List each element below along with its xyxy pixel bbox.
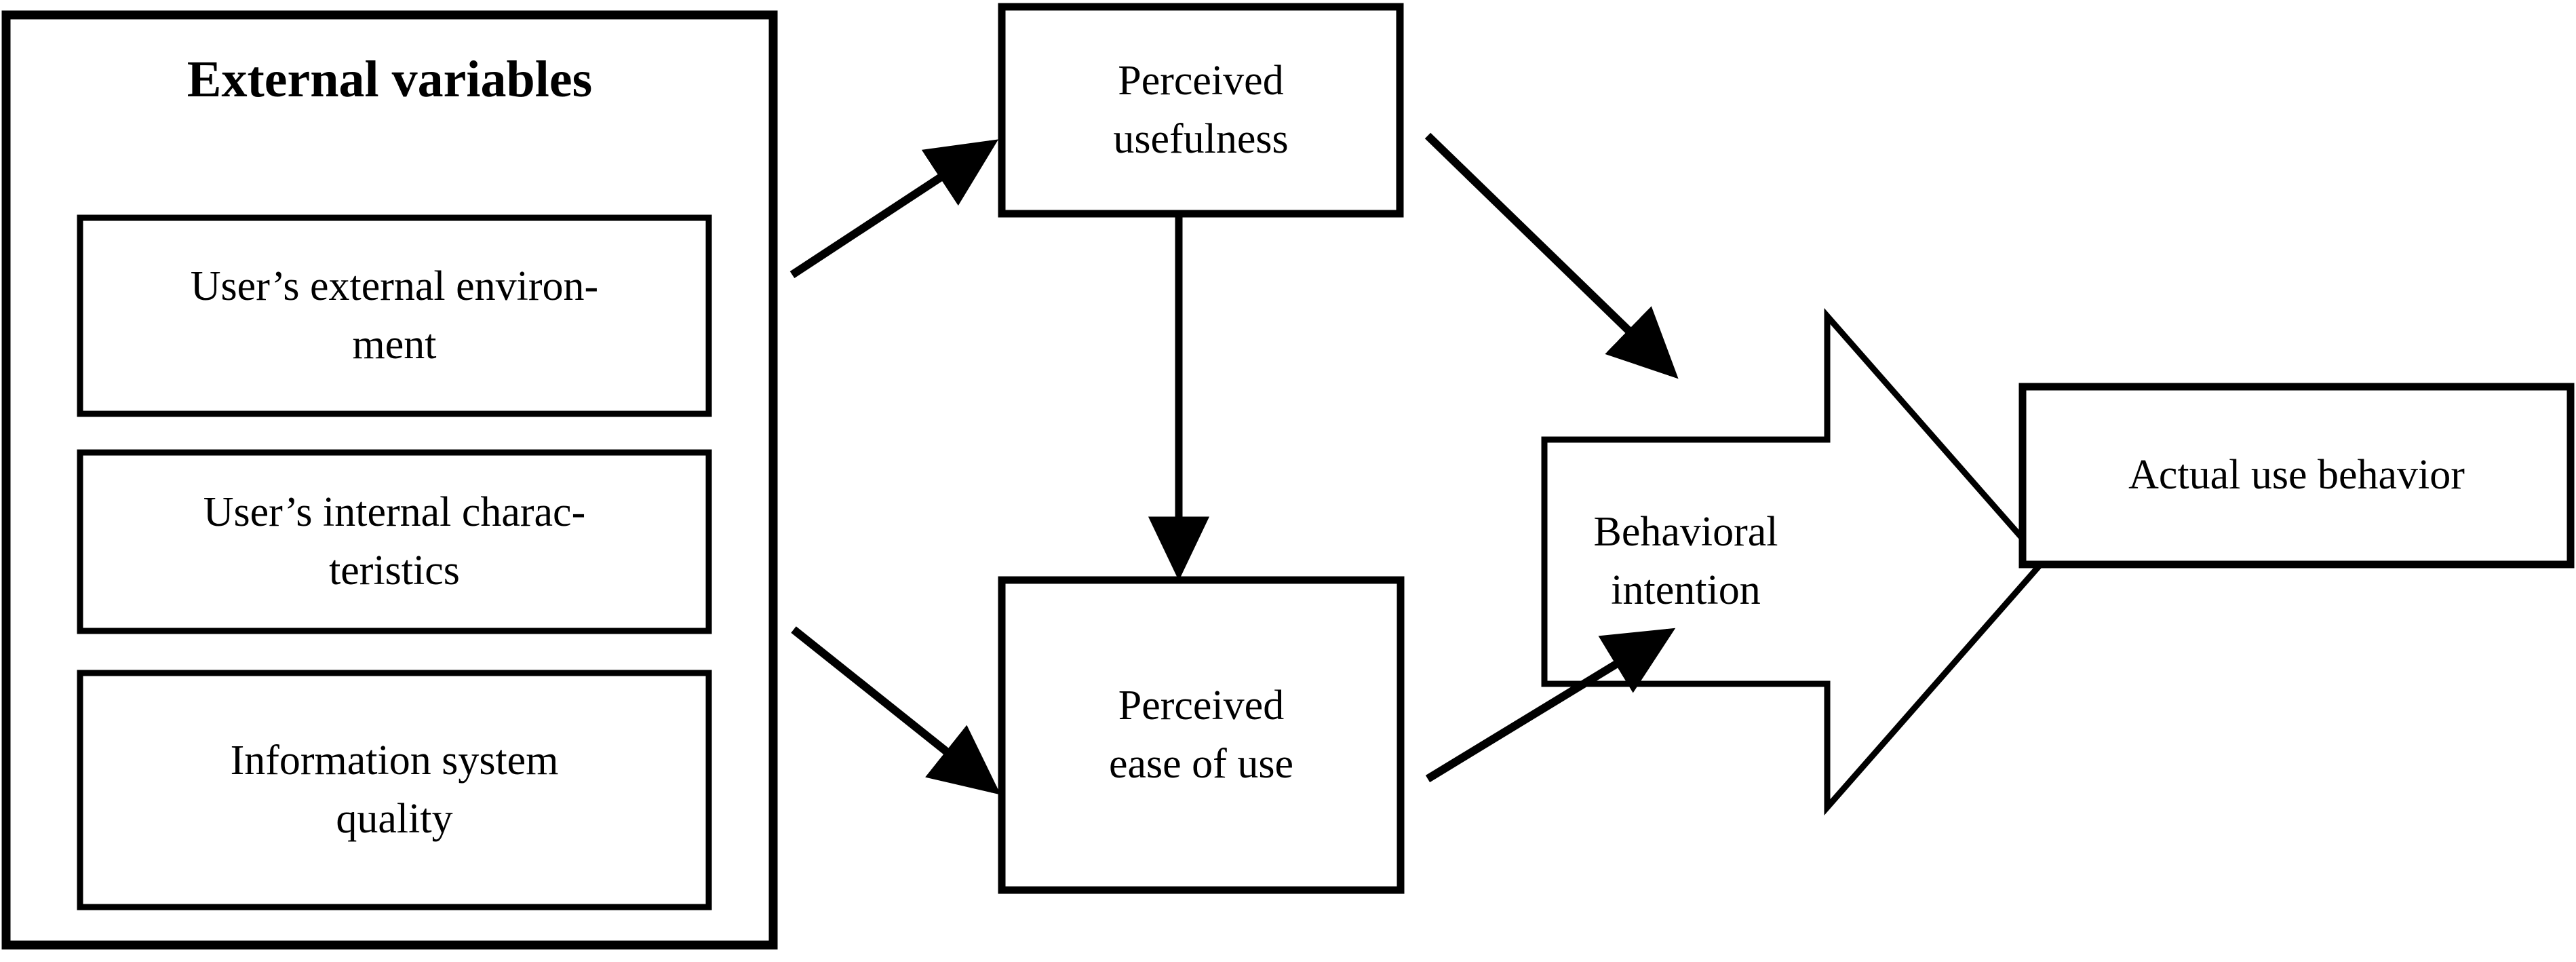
connector-ev-to-pu — [789, 139, 999, 279]
connector-peou-to-bi — [1425, 628, 1676, 783]
external-variable-item-2 — [80, 453, 709, 631]
external-variable-item-3 — [80, 673, 709, 907]
external-variable-box-3 — [77, 670, 712, 910]
actual-use-behavior-box — [2018, 383, 2575, 569]
connector-pu-to-bi — [1424, 132, 1679, 379]
connector-ev-to-peou — [791, 626, 1001, 795]
node-actual-use-behavior — [2023, 387, 2571, 564]
external-variable-box-1 — [77, 214, 712, 417]
node-perceived-ease-of-use — [1002, 580, 1401, 890]
node-perceived-usefulness — [1002, 7, 1400, 214]
external-variable-box-2 — [77, 449, 712, 634]
perceived-ease-of-use-box — [998, 576, 1405, 894]
node-behavioral-intention — [1544, 316, 2043, 807]
perceived-usefulness-box — [998, 3, 1404, 218]
external-variables-title: External variables — [187, 51, 593, 108]
external-variable-item-1 — [80, 218, 709, 414]
